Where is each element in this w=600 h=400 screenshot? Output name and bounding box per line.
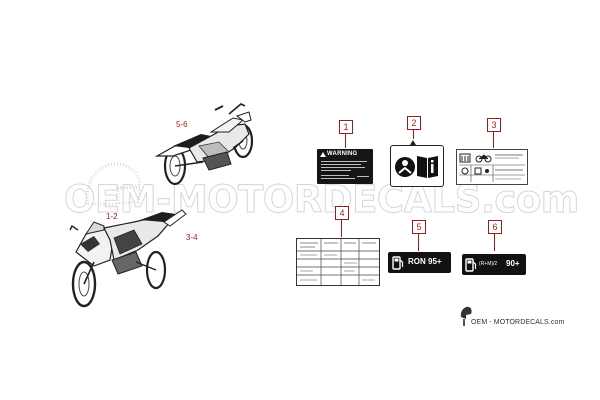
decal-text-line — [321, 161, 367, 162]
helmet-logo-icon — [460, 306, 472, 326]
decal-fuel-ron: RON 95+ — [388, 252, 451, 273]
caution-triangle-icon — [410, 140, 416, 145]
decal-text-line — [321, 178, 355, 179]
warning-triangle-icon — [320, 152, 326, 157]
motorcycle-front-view — [69, 209, 187, 308]
label-bottom-bike-front: 1-2 — [106, 212, 118, 221]
callout-2-leader — [413, 129, 414, 139]
decal-text-line — [321, 164, 361, 165]
motorcycle-rear-view — [154, 103, 254, 186]
callout-1: 1 — [339, 120, 353, 134]
callout-6-leader — [494, 233, 495, 251]
callout-3: 3 — [487, 118, 501, 132]
label-top-bike: 5-6 — [176, 120, 188, 129]
spec-table-grid — [297, 239, 379, 285]
decal-tyre-pressure — [456, 149, 528, 185]
decal-text-line — [357, 176, 369, 177]
read-manual-icon — [395, 156, 438, 178]
fuel-rm-value: 90+ — [506, 259, 520, 268]
callout-2: 2 — [407, 116, 421, 130]
callout-6: 6 — [488, 220, 502, 234]
brand-logo: OEM - MOTORDECALS.com — [459, 305, 589, 335]
callout-5-leader — [418, 233, 419, 251]
callout-5: 5 — [412, 220, 426, 234]
tyre-pressure-table — [459, 153, 525, 182]
fuel-ron-text: RON 95+ — [408, 257, 442, 266]
decal-warning: WARNING — [317, 149, 373, 184]
label-bottom-bike-rear: 3-4 — [186, 233, 198, 242]
decal-text-line — [321, 170, 351, 171]
decal-fuel-rm: (R+M)/2 90+ — [462, 254, 526, 275]
brand-name: OEM - MOTORDECALS.com — [471, 319, 565, 326]
decal-read-manual — [390, 145, 444, 187]
fuel-pump-icon — [392, 256, 404, 270]
decal-spec-table — [296, 238, 380, 286]
callout-4: 4 — [335, 206, 349, 220]
fuel-pump-icon — [465, 258, 477, 272]
fuel-rm-label: (R+M)/2 — [479, 261, 498, 267]
callout-4-leader — [341, 219, 342, 237]
decal-warning-title: WARNING — [327, 151, 358, 157]
callout-1-leader — [345, 133, 346, 148]
decal-text-line — [321, 167, 365, 168]
decal-text-line — [321, 175, 349, 176]
callout-3-leader — [493, 131, 494, 148]
